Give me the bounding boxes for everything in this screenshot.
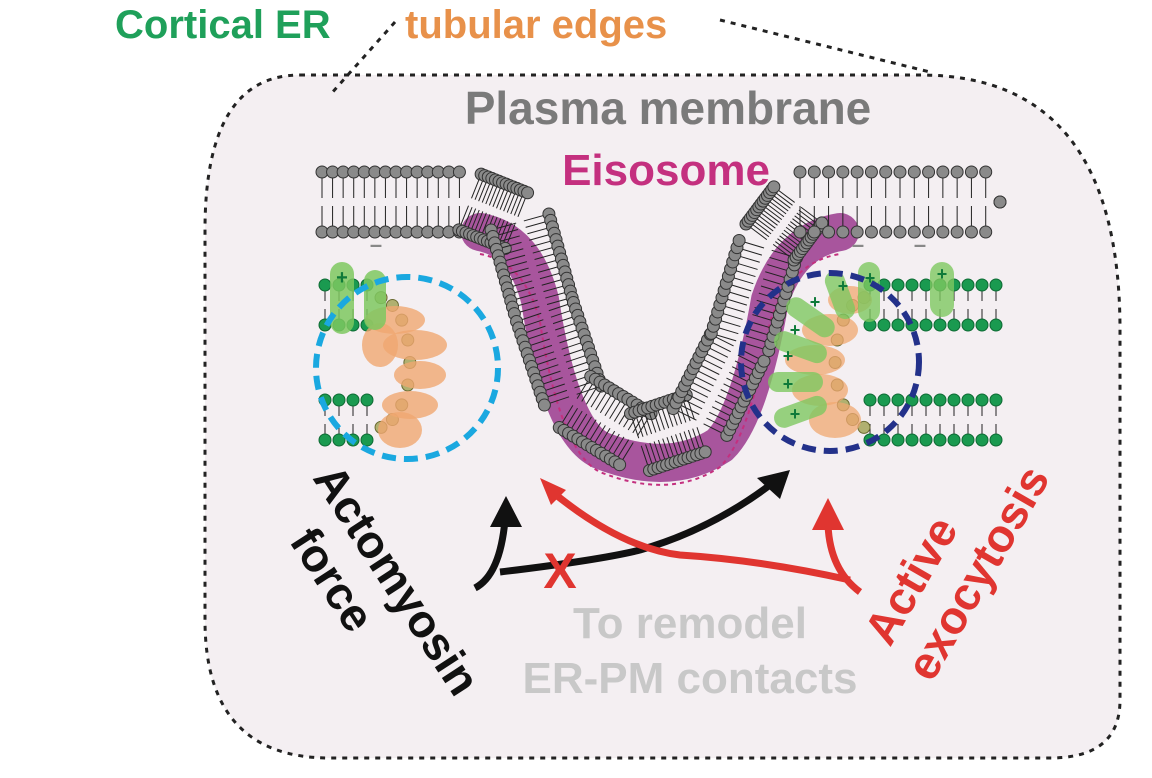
actomyosin-arrows xyxy=(473,482,773,592)
minus-signs: – – – xyxy=(370,232,926,257)
svg-text:+: + xyxy=(783,374,794,394)
svg-text:+: + xyxy=(838,276,849,296)
plasma-membrane-bilayer xyxy=(315,165,1007,477)
remodel-caption-line1: To remodel xyxy=(573,599,807,648)
title-cortical-er: Cortical ER xyxy=(115,3,331,47)
plasma-membrane-label: Plasma membrane xyxy=(465,82,872,134)
cell-outline xyxy=(203,73,1122,760)
svg-text:+: + xyxy=(937,264,948,284)
svg-text:–: – xyxy=(370,232,382,257)
black-arrowhead-up xyxy=(490,496,522,527)
exocytosis-arrows xyxy=(547,487,863,595)
red-arrowhead-up xyxy=(812,498,844,530)
eisosome-label: Eisosome xyxy=(562,146,770,195)
svg-text:+: + xyxy=(783,346,794,366)
remodel-caption-line2: ER-PM contacts xyxy=(523,654,858,703)
svg-text:+: + xyxy=(865,268,876,288)
black-arrowhead-right xyxy=(757,470,790,499)
zoom-line-right xyxy=(719,18,931,74)
plus-signs-right: + + + + + + + + xyxy=(783,264,948,424)
svg-text:–: – xyxy=(914,232,926,257)
svg-text:+: + xyxy=(790,404,801,424)
zoom-line-left xyxy=(328,21,397,96)
red-arrowhead-left xyxy=(540,478,566,505)
block-cross-mark: X xyxy=(543,543,576,599)
svg-text:+: + xyxy=(790,320,801,340)
highlight-circle-left xyxy=(313,274,501,462)
svg-text:+: + xyxy=(810,292,821,312)
svg-text:–: – xyxy=(852,232,864,257)
orange-proteins-left xyxy=(362,306,447,448)
highlight-circle-right xyxy=(738,270,922,454)
title-tubular-edges: tubular edges xyxy=(405,3,667,47)
plus-sign-left: + xyxy=(336,267,348,289)
